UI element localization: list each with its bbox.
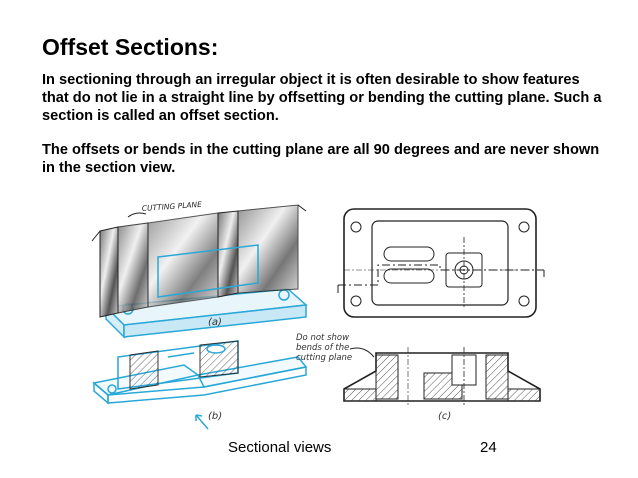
section-view-drawing: Do not show bends of the cutting plane (… [296,333,541,422]
pictorial-view-b: (b) [92,340,308,430]
slide-title: Offset Sections: [42,34,219,60]
figure-label-c: (c) [438,411,451,422]
footer-section-name: Sectional views [228,439,332,456]
paragraph-offset-definition: In sectioning through an irregular objec… [42,72,602,124]
offset-section-illustration: CUTTING PLANE (a) (b) [91,200,545,430]
top-view-drawing [337,208,545,318]
footer-page-number: 24 [480,439,497,456]
pictorial-view-a: CUTTING PLANE (a) [91,200,308,339]
cutting-plane-label: CUTTING PLANE [142,200,203,213]
figure-label-a: (a) [208,317,222,328]
paragraph-offset-bends: The offsets or bends in the cutting plan… [42,142,600,176]
figure-label-b: (b) [208,411,222,422]
note-do-not-show-bends: Do not show bends of the cutting plane [296,333,352,363]
